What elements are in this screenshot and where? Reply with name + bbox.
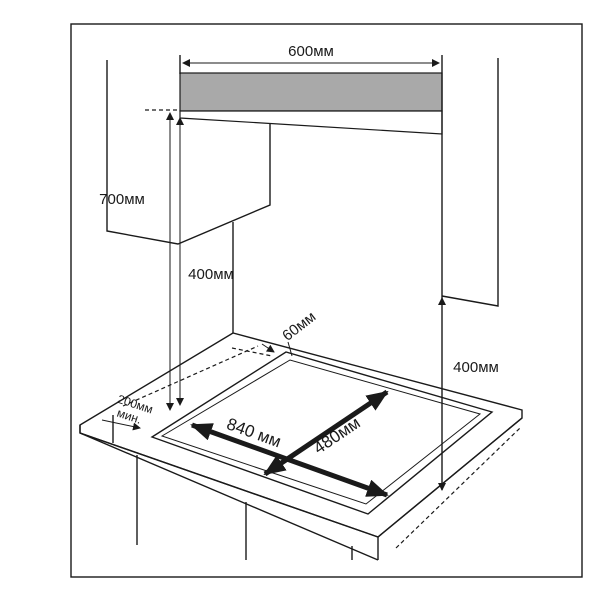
dimension-front-gap: 200мм мин. [101, 392, 155, 431]
diagram-frame [70, 23, 583, 578]
right-upper-cabinet [441, 58, 499, 307]
clearance-lines [122, 109, 521, 549]
hood-bottom-strip [179, 110, 443, 135]
hood-clearance-label: 400мм [188, 266, 234, 283]
hood-width-label: 600мм [288, 43, 334, 60]
dimension-hood-clearance: 400мм [166, 112, 234, 411]
hood-body [179, 72, 443, 112]
dimension-cabinet-height: 700мм [99, 191, 145, 208]
dimension-hood-width: 600мм [182, 43, 440, 67]
back-gap-label: 60мм [279, 308, 319, 344]
dimension-side-clearance: 400мм [438, 297, 499, 491]
cutout-depth-label: 480мм [310, 413, 364, 458]
side-clearance-label: 400мм [453, 359, 499, 376]
range-hood [179, 55, 443, 490]
cabinet-height-label: 700мм [99, 191, 145, 208]
